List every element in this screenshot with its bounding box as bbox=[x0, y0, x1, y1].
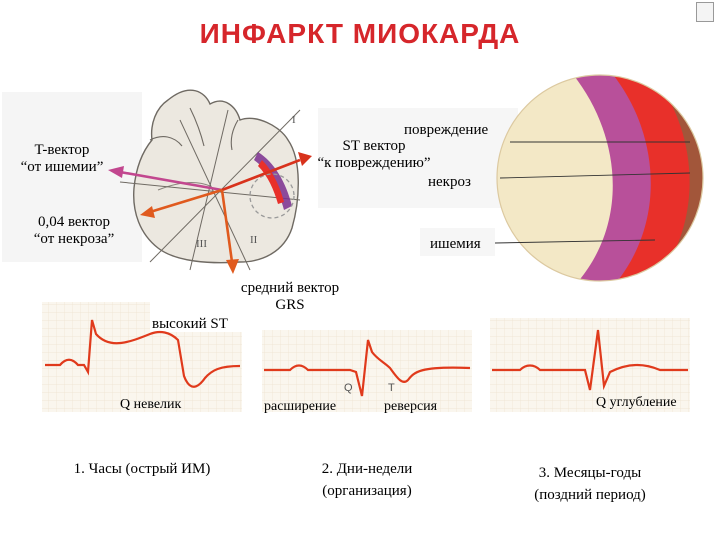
label-bg-right bbox=[318, 108, 518, 208]
st-vector-label-line1: ST вектор bbox=[342, 138, 406, 154]
stage-2-title: 2. Дни-недели bbox=[321, 461, 413, 477]
st-vector-label: ST вектор “к повреждению” bbox=[300, 138, 448, 172]
t-vector-label: T-вектор “от ишемии” bbox=[12, 142, 112, 176]
stage-3-title: 3. Месяцы-годы bbox=[538, 465, 642, 481]
label-bg-left bbox=[2, 92, 142, 262]
necrosis-label: некроз bbox=[428, 174, 471, 190]
ecg-note-reversal: реверсия bbox=[384, 399, 438, 414]
stage-1-title: 1. Часы (острый ИМ) bbox=[73, 461, 211, 477]
ecg-trace-1 bbox=[45, 319, 241, 388]
infarct-zone-circle bbox=[494, 74, 704, 282]
mean-vector-label-line1: средний вектор bbox=[240, 280, 340, 296]
ecg-panel-3 bbox=[490, 318, 690, 412]
st-vector-arrowhead bbox=[298, 152, 312, 166]
ecg-trace-2 bbox=[264, 339, 471, 397]
stage-caption-2: 2. Дни-недели (организация) bbox=[262, 458, 472, 502]
vector-arrows bbox=[108, 152, 312, 274]
q-vector-label: 0,04 вектор “от некроза” bbox=[22, 214, 126, 248]
high-st-label: высокий ST bbox=[152, 316, 228, 332]
corner-icon[interactable] bbox=[696, 2, 714, 22]
mean-vector-label: средний вектор GRS bbox=[220, 280, 360, 314]
label-bg-ischemia bbox=[420, 228, 495, 256]
st-vector-label-line2: “к повреждению” bbox=[317, 155, 431, 171]
ecg-panel-1 bbox=[42, 292, 250, 412]
mean-vector-label-line2: GRS bbox=[275, 297, 305, 313]
page-title: ИНФАРКТ МИОКАРДА bbox=[199, 18, 521, 49]
t-vector-label-line1: T-вектор bbox=[34, 142, 90, 158]
ischemia-label: ишемия bbox=[430, 236, 481, 252]
heart-illustration bbox=[119, 89, 301, 271]
ecg-t-marker: T bbox=[388, 382, 395, 394]
ecg-note-q-deepening: Q углубление bbox=[596, 395, 677, 410]
mean-vector-arrowhead bbox=[226, 259, 239, 274]
ecg-q-marker: Q bbox=[344, 382, 353, 394]
ecg-trace-3 bbox=[492, 329, 688, 391]
q-vector-arrowhead bbox=[140, 206, 155, 218]
ecg-note-widening: расширение bbox=[264, 399, 337, 414]
q-vector-label-line2: “от некроза” bbox=[33, 231, 115, 247]
lead-label-iii: III bbox=[196, 238, 207, 250]
q-vector-label-line1: 0,04 вектор bbox=[37, 214, 111, 230]
stage-3-subtitle: (поздний период) bbox=[534, 487, 646, 503]
ecg-note-q-small: Q невелик bbox=[120, 397, 182, 412]
t-vector-arrowhead bbox=[108, 166, 124, 178]
stage-caption-1: 1. Часы (острый ИМ) bbox=[42, 458, 242, 480]
damage-label: повреждение bbox=[404, 122, 489, 138]
lead-label-i: I bbox=[292, 114, 296, 126]
stage-caption-3: 3. Месяцы-годы (поздний период) bbox=[490, 462, 690, 506]
lead-label-ii: II bbox=[250, 234, 258, 246]
stage-2-subtitle: (организация) bbox=[322, 483, 412, 499]
ecg-panel-2 bbox=[262, 330, 472, 412]
t-vector-label-line2: “от ишемии” bbox=[20, 159, 104, 175]
